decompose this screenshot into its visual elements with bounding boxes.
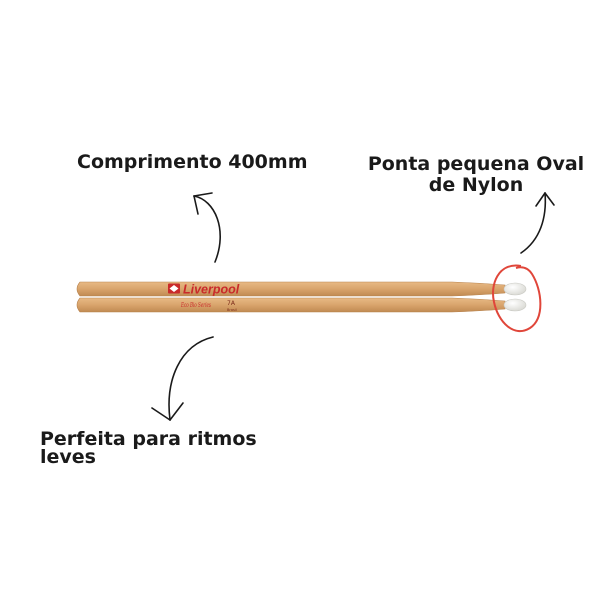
- drumstick-lower: [76, 297, 527, 313]
- nylon-tip-upper: [503, 282, 527, 296]
- length-annotation: Comprimento 400mm: [77, 151, 308, 173]
- brand-name: Liverpool: [183, 283, 240, 297]
- drumstick-upper: [76, 281, 527, 297]
- rhythm-arrow: [151, 336, 214, 421]
- length-arrow: [193, 192, 221, 263]
- series-name: Eco Bio Series: [180, 302, 211, 309]
- rhythm-annotation: Perfeita para ritmos leves: [40, 428, 257, 468]
- model-print: Eco Bio Series 7A Brasil: [180, 300, 236, 312]
- tip-arrow: [520, 192, 555, 254]
- brand-logo: Liverpool: [168, 283, 240, 297]
- small-print: Brasil: [227, 308, 237, 312]
- highlight-circle: [492, 264, 542, 332]
- tip-annotation: Ponta pequena Oval de Nylon: [367, 153, 585, 196]
- model-name: 7A: [227, 300, 236, 307]
- nylon-tip-lower: [503, 298, 527, 312]
